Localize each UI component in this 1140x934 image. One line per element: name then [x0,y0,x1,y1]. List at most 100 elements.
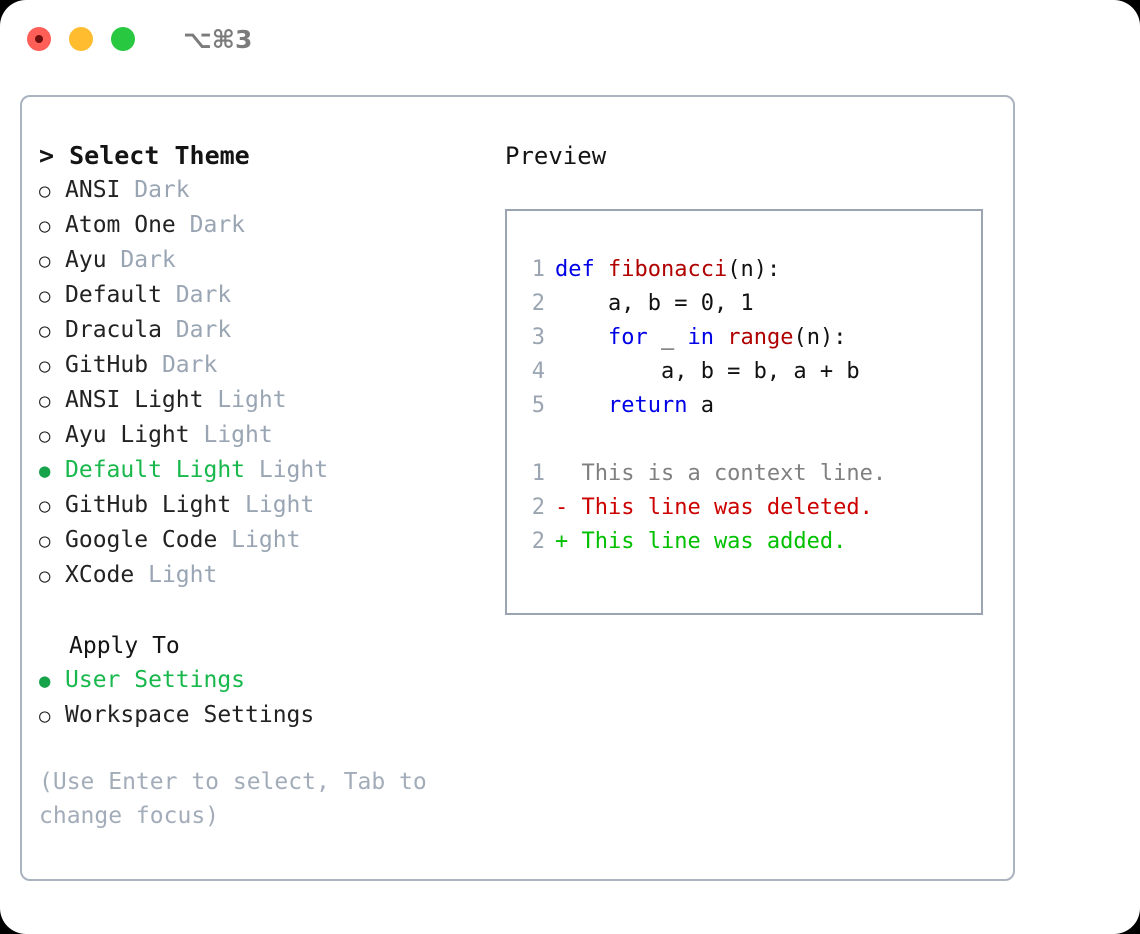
code-line-text: a, b = 0, 1 [555,287,754,321]
theme-option-xcode[interactable]: ○XCode Light [39,558,487,593]
code-line-number: 1 [531,257,545,282]
code-line-text: a, b = b, a + b [555,355,860,389]
keyboard-shortcut-label: ⌥⌘3 [183,24,253,54]
radio-unselected-icon: ○ [39,355,51,377]
theme-option-label: Google Code [65,527,218,553]
code-spacer [521,423,981,457]
code-token: a, b = b, a + b [555,359,860,384]
theme-option-tag: Dark [175,212,246,238]
theme-option-dracula[interactable]: ○ Dracula Dark [39,313,487,348]
radio-unselected-icon: ○ [39,425,51,447]
radio-unselected-icon: ○ [39,530,51,552]
code-line-text: def fibonacci(n): [555,253,780,287]
apply-to-option-workspace-settings[interactable]: ○ Workspace Settings [39,698,487,733]
code-token: a, b = 0, 1 [555,291,754,316]
theme-option-ansi[interactable]: ○ ANSI Dark [39,173,487,208]
theme-option-label: Atom One [65,212,176,238]
code-token: fibonacci [607,257,728,282]
code-token: in [687,325,714,350]
diff-line: 2 - This line was deleted. [521,491,981,525]
theme-option-google-code[interactable]: ○ Google Code Light [39,523,487,558]
code-line: 3 for _ in range(n): [521,321,981,355]
traffic-lights [27,27,135,51]
radio-unselected-icon: ○ [39,250,51,272]
code-token [555,325,608,350]
diff-line: 1 This is a context line. [521,457,981,491]
close-window-icon[interactable] [27,27,51,51]
code-token [555,393,608,418]
theme-option-ayu[interactable]: ○Ayu Dark [39,243,487,278]
diff-line-text: + This line was added. [555,529,847,554]
title-bar: ⌥⌘3 [0,0,1140,78]
diff-line-number: 1 [531,461,545,486]
theme-option-tag: Light [245,457,329,483]
radio-unselected-icon: ○ [39,565,51,587]
theme-list[interactable]: ○ANSI Dark○Atom One Dark○Ayu Dark○Defaul… [39,173,487,593]
theme-option-tag: Dark [161,317,232,343]
theme-option-default[interactable]: ○Default Dark [39,278,487,313]
apply-to-heading: Apply To [69,633,180,659]
apply-to-option-label: Workspace Settings [65,702,315,728]
code-token: _ [647,325,688,350]
theme-option-github-light[interactable]: ○ GitHub Light Light [39,488,487,523]
code-token: (n): [793,325,847,350]
code-line-number: 5 [531,393,545,418]
theme-option-tag: Light [134,562,218,588]
code-token: for [607,325,648,350]
theme-option-tag: Light [203,387,287,413]
radio-unselected-icon: ○ [39,320,51,342]
theme-option-ansi-light[interactable]: ○ ANSI Light Light [39,383,487,418]
theme-option-default-light[interactable]: ● Default Light Light [39,453,487,488]
radio-unselected-icon: ○ [39,215,51,237]
code-token: range [727,325,794,350]
theme-option-label: Ayu Light [65,422,190,448]
main-panel: > Select Theme ○ANSI Dark○Atom One Dark○… [20,95,1015,881]
keyboard-hint-text: (Use Enter to select, Tab to change focu… [39,769,441,829]
radio-unselected-icon: ○ [39,705,51,727]
radio-selected-icon: ● [39,670,51,692]
theme-option-tag: Light [231,492,315,518]
code-line-number: 3 [531,325,545,350]
panel-columns: > Select Theme ○ANSI Dark○Atom One Dark○… [22,97,1013,833]
theme-option-label: Default Light [65,457,246,483]
code-token: def [555,257,608,282]
theme-option-tag: Dark [120,177,190,203]
theme-option-atom-one[interactable]: ○ Atom One Dark [39,208,487,243]
diff-line: 2+ This line was added. [521,525,981,559]
theme-option-label: Dracula [65,317,162,343]
code-line-text: for _ in range(n): [555,321,846,355]
radio-selected-icon: ● [39,460,51,482]
theme-selector-column: > Select Theme ○ANSI Dark○Atom One Dark○… [22,139,487,833]
theme-option-tag: Dark [106,247,176,273]
theme-option-label: ANSI Light [65,387,204,413]
apply-to-option-label: User Settings [65,667,246,693]
code-line-number: 2 [531,291,545,316]
theme-option-tag: Light [217,527,301,553]
minimize-window-icon[interactable] [69,27,93,51]
diff-line-text: - This line was deleted. [555,495,873,520]
code-line: 2 a, b = 0, 1 [521,287,981,321]
radio-unselected-icon: ○ [39,390,51,412]
theme-option-label: ANSI [65,177,121,203]
zoom-window-icon[interactable] [111,27,135,51]
theme-option-label: GitHub Light [65,492,232,518]
select-theme-heading: > Select Theme [39,141,250,170]
theme-option-ayu-light[interactable]: ○ Ayu Light Light [39,418,487,453]
apply-to-list[interactable]: ● User Settings ○ Workspace Settings [39,663,487,733]
code-line: 1 def fibonacci(n): [521,253,981,287]
radio-unselected-icon: ○ [39,495,51,517]
radio-unselected-icon: ○ [39,180,51,202]
radio-unselected-icon: ○ [39,285,51,307]
diff-line-number: 2 [531,495,545,520]
code-line: 5 return a [521,389,981,423]
code-token: a [687,393,714,418]
diff-line-text: This is a context line. [555,461,887,486]
theme-option-tag: Light [189,422,273,448]
theme-option-github[interactable]: ○GitHub Dark [39,348,487,383]
apply-to-option-user-settings[interactable]: ● User Settings [39,663,487,698]
theme-option-tag: Dark [148,352,218,378]
